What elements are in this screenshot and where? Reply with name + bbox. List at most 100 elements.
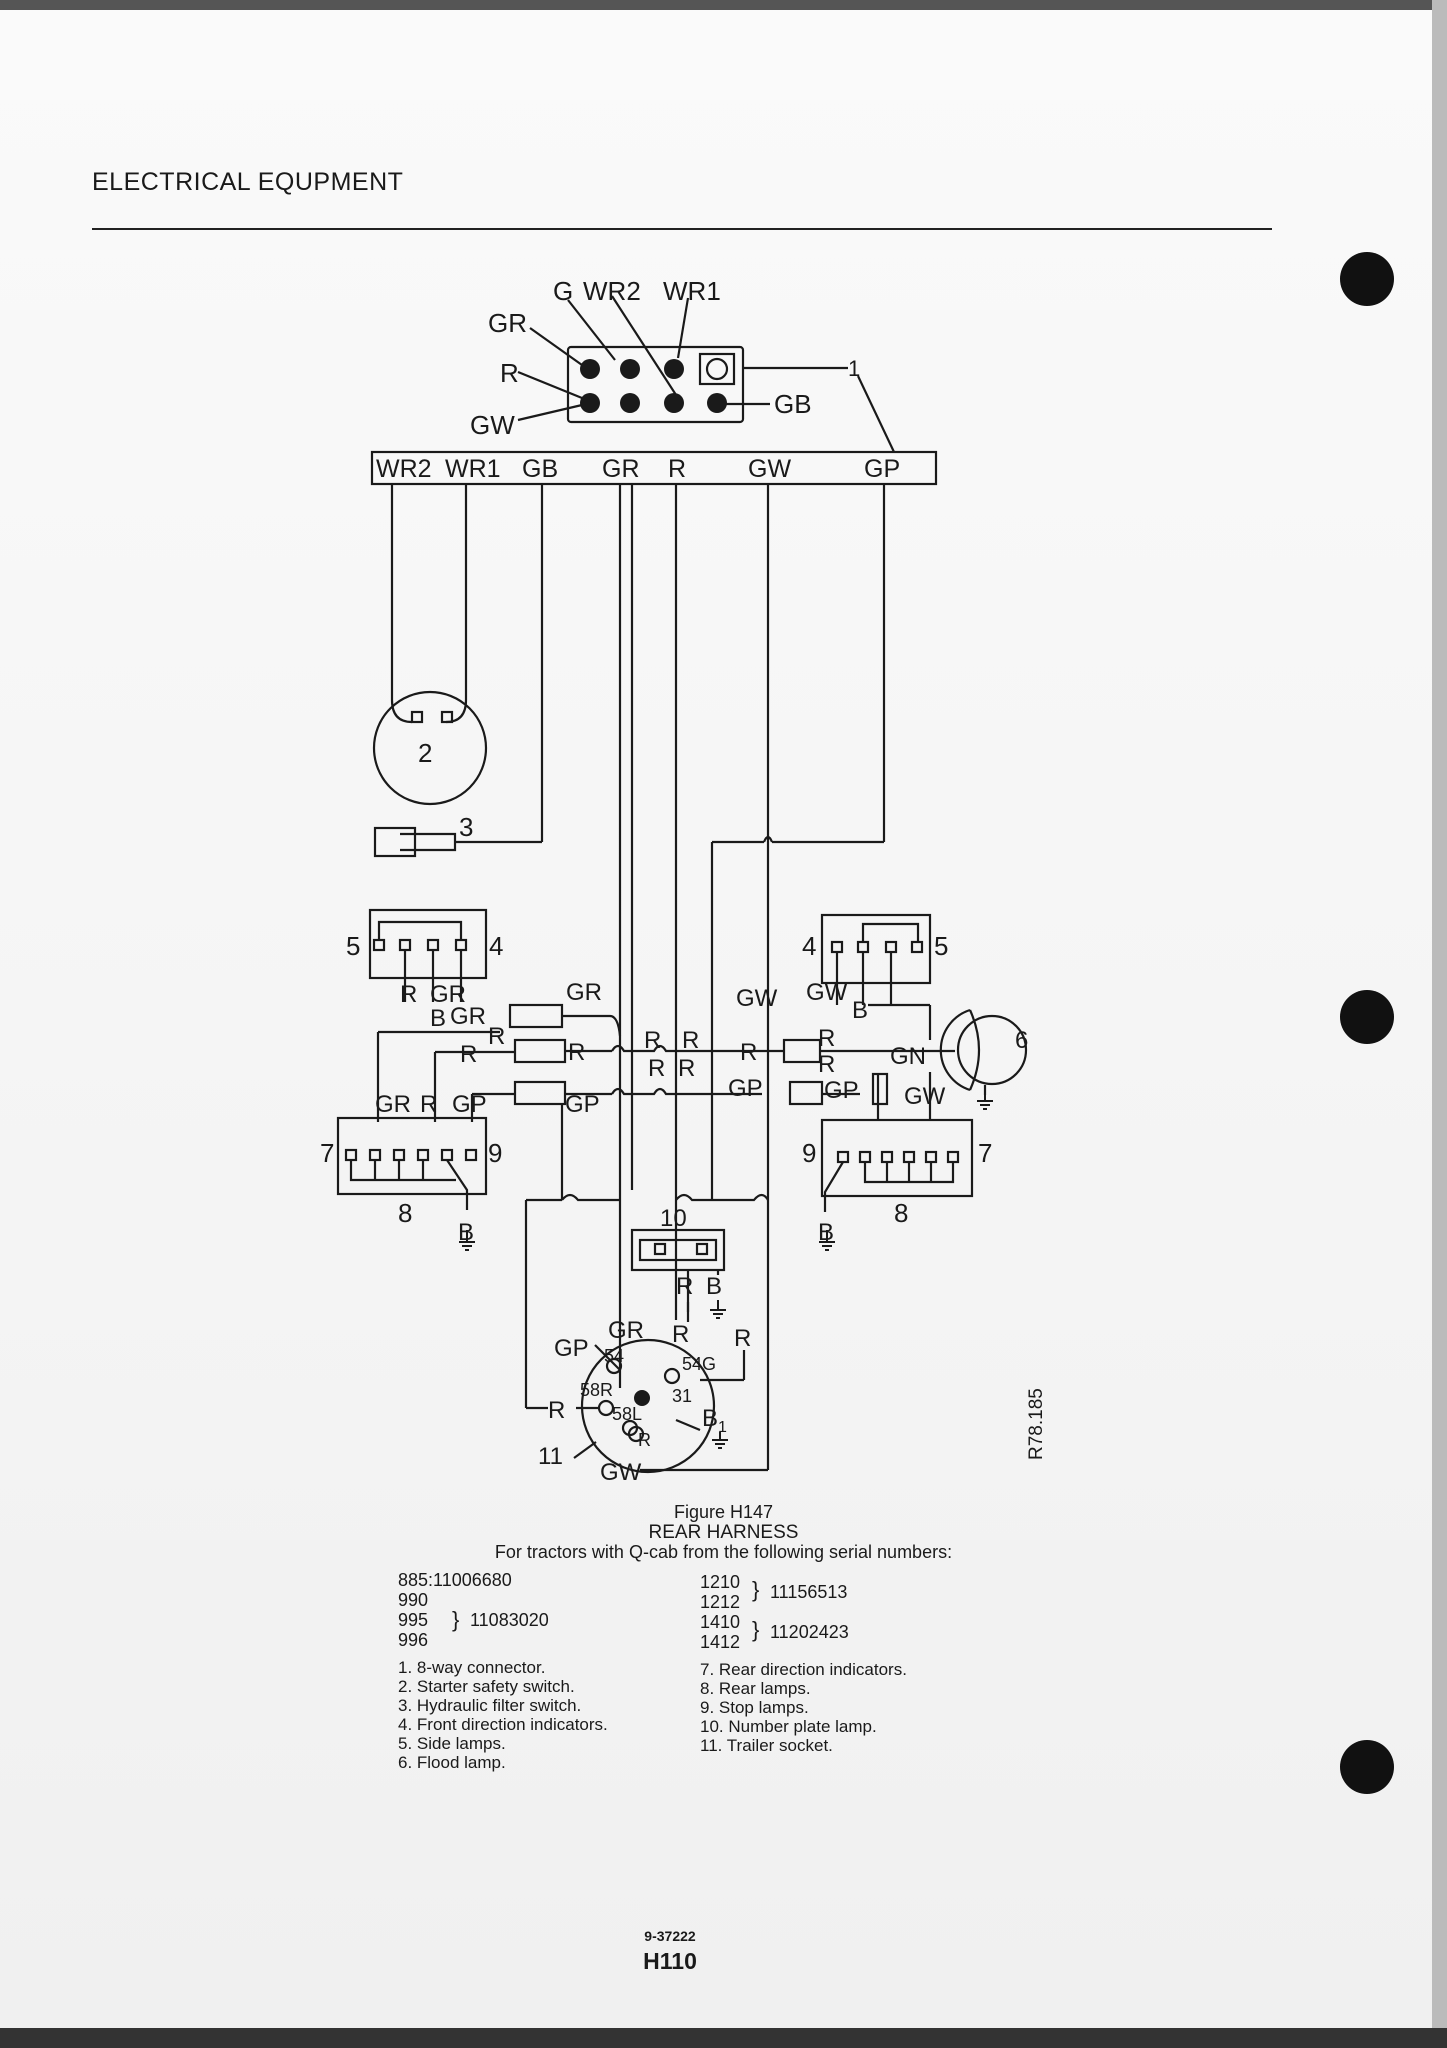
- wire-r: R: [672, 1321, 689, 1348]
- left-rear-lamp-unit: [336, 1116, 488, 1196]
- component-right-4: 4: [802, 931, 816, 961]
- serial-left-value: 11083020: [470, 1610, 549, 1630]
- legend-item: 6. Flood lamp.: [398, 1753, 506, 1772]
- legend-item: 7. Rear direction indicators.: [700, 1660, 907, 1679]
- bar-label-wr1: WR1: [445, 455, 501, 483]
- connector-open-pin: [705, 357, 729, 381]
- figure-title: REAR HARNESS: [648, 1522, 799, 1543]
- wire-b: B: [430, 1005, 446, 1032]
- wire-b: B: [852, 997, 868, 1024]
- legend-item: 11. Trailer socket.: [700, 1736, 833, 1755]
- connector-label-g: G: [553, 276, 573, 306]
- socket-pin-31: 31: [672, 1386, 692, 1406]
- figure-number: Figure H147: [673, 1502, 774, 1522]
- bar-label-gw: GW: [748, 455, 791, 483]
- wire-gw: GW: [600, 1459, 642, 1486]
- serial-left-group: 990 995 996: [398, 1590, 429, 1650]
- socket-pin-58l: 58L: [612, 1404, 642, 1424]
- connector-label-wr2: WR2: [583, 276, 641, 306]
- wire-gn: GN: [890, 1043, 926, 1070]
- wire-r: R: [818, 1051, 835, 1078]
- legend-item: 4. Front direction indicators.: [398, 1715, 608, 1734]
- callout-1: 1: [848, 356, 860, 381]
- legend-item: 10. Number plate lamp.: [700, 1717, 877, 1736]
- footer-code: 9-37222: [644, 1928, 696, 1944]
- wire-r: R: [400, 981, 417, 1008]
- wire-gr: GR: [608, 1317, 644, 1344]
- legend-item: 3. Hydraulic filter switch.: [398, 1696, 582, 1715]
- bar-label-gb: GB: [522, 455, 558, 483]
- wire-r: R: [682, 1027, 699, 1054]
- wire-gp: GP: [554, 1335, 589, 1362]
- wire-gr: GR: [566, 979, 602, 1006]
- wire-gp: GP: [824, 1077, 859, 1104]
- wire-gw: GW: [806, 979, 848, 1006]
- connector-label-gr: GR: [488, 308, 527, 338]
- wire-r: R: [648, 1055, 665, 1082]
- hydraulic-filter-switch: [373, 826, 417, 858]
- component-right-8: 8: [894, 1198, 908, 1228]
- component-6: 6: [1015, 1027, 1028, 1054]
- section-header: ELECTRICAL EQUPMENT: [92, 168, 404, 196]
- serial-right-group2: 1410 1412: [700, 1612, 741, 1652]
- legend-item: 9. Stop lamps.: [700, 1698, 809, 1717]
- binder-hole-top: [1340, 252, 1394, 306]
- serial-right-value-1: 11156513: [770, 1582, 848, 1602]
- component-2: 2: [418, 738, 432, 768]
- serial-right-brace-2: }: [752, 1617, 760, 1642]
- connector-label-r: R: [500, 358, 519, 388]
- connector-label-wr1: WR1: [663, 276, 721, 306]
- harness-bar: [370, 450, 938, 486]
- connector-key: [698, 352, 736, 386]
- wire-r: R: [568, 1039, 585, 1066]
- flood-lamp: [956, 1014, 1028, 1086]
- component-left-4: 4: [489, 931, 503, 961]
- right-front-lamp-unit: [820, 913, 932, 985]
- socket-pin-58r: 58R: [580, 1380, 613, 1400]
- wire-r: R: [548, 1397, 565, 1424]
- legend-item: 1. 8-way connector.: [398, 1658, 546, 1677]
- right-rear-lamp-unit: [820, 1118, 974, 1198]
- binder-hole-bottom: [1340, 1740, 1394, 1794]
- wire-gp: GP: [452, 1091, 487, 1118]
- starter-safety-switch: [372, 690, 488, 806]
- bar-label-r: R: [668, 455, 686, 483]
- wire-gr: GR: [450, 1003, 486, 1030]
- wire-r: R: [818, 1025, 835, 1052]
- number-plate-lamp: [630, 1228, 726, 1272]
- wire-r: R: [420, 1091, 437, 1118]
- wire-r: R: [678, 1055, 695, 1082]
- component-left-9: 9: [488, 1138, 502, 1168]
- serial-885: 885:11006680: [398, 1570, 512, 1590]
- component-left-7: 7: [320, 1138, 334, 1168]
- wire-gp: GP: [728, 1075, 763, 1102]
- legend-left: 1. 8-way connector. 2. Starter safety sw…: [398, 1658, 608, 1772]
- serial-right-group1: 1210 1212: [700, 1572, 741, 1612]
- figure-subtitle: For tractors with Q-cab from the followi…: [494, 1542, 953, 1562]
- component-right-5: 5: [934, 931, 948, 961]
- component-11: 11: [538, 1443, 563, 1470]
- serial-right-brace-1: }: [752, 1577, 760, 1602]
- wire-gr: GR: [430, 981, 466, 1008]
- wire-r: R: [488, 1023, 505, 1050]
- scan-edge-bottom: [0, 2028, 1447, 2048]
- wire-r: R: [676, 1273, 693, 1300]
- reference-code: R78.185: [1026, 1388, 1047, 1460]
- legend-right: 7. Rear direction indicators. 8. Rear la…: [700, 1660, 907, 1755]
- bar-label-gp: GP: [864, 455, 900, 483]
- wire-r: R: [460, 1041, 477, 1068]
- wire-gw: GW: [904, 1083, 946, 1110]
- component-right-7: 7: [978, 1138, 992, 1168]
- wire-gp: GP: [565, 1091, 600, 1118]
- bar-label-wr2: WR2: [376, 455, 432, 483]
- wire-gw: GW: [736, 985, 778, 1012]
- trailer-socket: [580, 1338, 716, 1474]
- header-rule: [92, 228, 1272, 230]
- component-right-9: 9: [802, 1138, 816, 1168]
- connector-body: [566, 345, 745, 424]
- scan-edge-top: [0, 0, 1447, 10]
- wire-r: R: [644, 1027, 661, 1054]
- left-front-lamp-unit: [368, 908, 488, 980]
- serial-left-brace: }: [452, 1607, 460, 1632]
